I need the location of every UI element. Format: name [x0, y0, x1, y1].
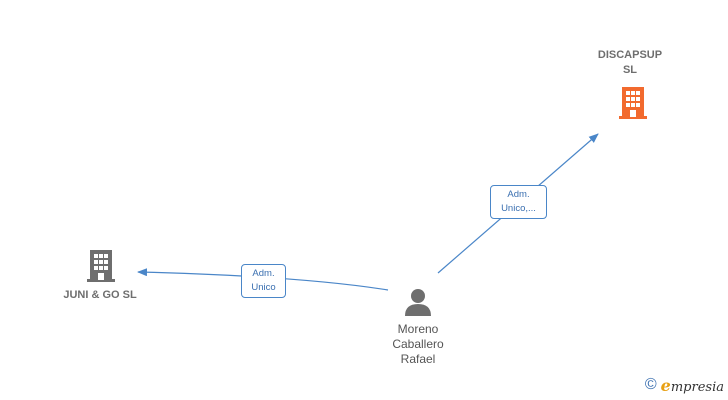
brand-initial: e	[660, 375, 671, 395]
edge-label-line2: Unico,...	[501, 203, 536, 214]
person-name-line3: Rafael	[400, 352, 436, 366]
company-name-line1: DISCAPSUP	[597, 49, 663, 61]
edge-label-line1: Adm.	[507, 189, 530, 200]
person-name-line1: Moreno	[397, 322, 439, 336]
copyright-icon: ©	[644, 376, 657, 393]
edge-label-line1: Adm.	[252, 268, 275, 279]
person-name-line2: Caballero	[392, 337, 444, 351]
edge-label-role-discapsup[interactable]: Adm. Unico,...	[490, 185, 547, 219]
company-name-line2: SL	[622, 64, 638, 76]
person-icon[interactable]	[403, 287, 433, 317]
company-name-discapsup[interactable]: DISCAPSUP SL	[580, 48, 680, 78]
footer-brand: © empresia	[645, 374, 724, 396]
building-icon[interactable]	[86, 248, 116, 282]
edge-label-line2: Unico	[251, 282, 276, 293]
edge-label-role-juni-go[interactable]: Adm. Unico	[241, 264, 286, 298]
brand-rest: mpresia	[670, 379, 724, 395]
company-name-juni-go[interactable]: JUNI & GO SL	[63, 289, 137, 301]
person-name[interactable]: Moreno Caballero Rafael	[368, 322, 468, 367]
brand-logo[interactable]: empresia	[661, 376, 724, 395]
building-icon[interactable]	[618, 85, 648, 119]
